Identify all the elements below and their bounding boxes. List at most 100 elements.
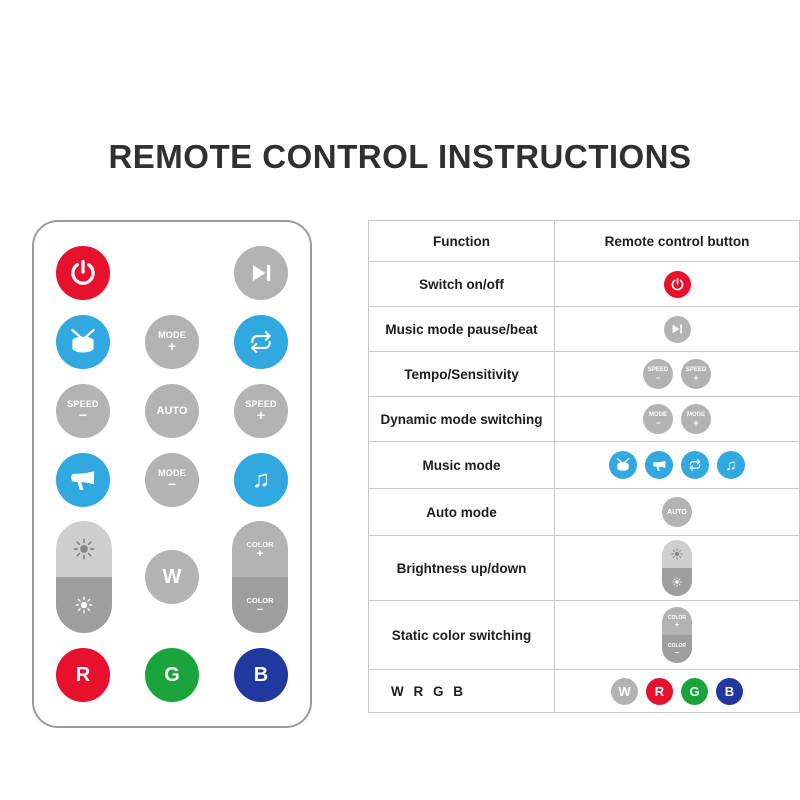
color-minus-button[interactable]: COLOR −	[662, 635, 692, 664]
button-label: COLOR	[246, 539, 274, 549]
function-cell: Music mode	[369, 442, 555, 489]
content: MODE + SPEED − AUTO SPEED +	[0, 220, 800, 729]
button-cell	[555, 307, 799, 351]
music-note-icon: ♫	[725, 456, 737, 474]
remote-row-1	[56, 246, 288, 301]
table-row: Switch on/off	[369, 262, 799, 308]
color-minus-button[interactable]: COLOR −	[232, 577, 288, 634]
blue-button[interactable]: B	[234, 648, 288, 703]
table-row: Tempo/Sensitivity SPEED − SPEED +	[369, 352, 799, 398]
button-label: MODE	[649, 411, 667, 418]
button-label: COLOR	[667, 642, 687, 649]
white-button[interactable]: W	[145, 550, 199, 605]
button-label: SPEED	[245, 399, 277, 410]
color-plus-button[interactable]: COLOR +	[232, 521, 288, 578]
mode-minus-button[interactable]: MODE −	[145, 452, 199, 507]
music-drum-button[interactable]	[609, 451, 637, 480]
mode-plus-button[interactable]: MODE +	[145, 314, 199, 369]
music-note-button[interactable]: ♫	[717, 451, 745, 480]
play-pause-icon	[670, 322, 684, 336]
play-pause-icon	[248, 260, 274, 286]
minus-sign: −	[78, 407, 88, 424]
power-button[interactable]	[56, 246, 110, 301]
sun-icon	[671, 548, 683, 560]
page-title: REMOTE CONTROL INSTRUCTIONS	[108, 138, 692, 176]
remote-control: MODE + SPEED − AUTO SPEED +	[32, 220, 312, 729]
button-label: R	[75, 663, 91, 686]
remote-row-5: W COLOR + COLOR −	[56, 521, 288, 634]
horn-icon	[652, 458, 667, 473]
auto-button[interactable]: AUTO	[145, 383, 199, 438]
minus-sign: −	[256, 603, 264, 616]
table-row: Music mode ♫	[369, 442, 799, 490]
remote-row-4: MODE − ♫	[56, 452, 288, 507]
spacer	[145, 246, 199, 300]
brightness-up-button[interactable]	[662, 540, 692, 569]
brightness-up-button[interactable]	[56, 521, 112, 578]
brightness-down-button[interactable]	[662, 568, 692, 597]
mode-plus-button[interactable]: MODE +	[681, 404, 711, 435]
function-cell: Switch on/off	[369, 262, 555, 307]
drum-icon	[68, 327, 98, 357]
header-button: Remote control button	[604, 233, 750, 249]
loop-icon	[688, 458, 702, 472]
function-table: Function Remote control button Switch on…	[368, 220, 800, 714]
drum-icon	[615, 457, 631, 473]
button-label: MODE	[158, 468, 186, 478]
power-icon	[68, 258, 98, 288]
table-row: Music mode pause/beat	[369, 307, 799, 353]
minus-sign: −	[674, 647, 680, 657]
button-cell: AUTO	[555, 489, 799, 535]
play-pause-button[interactable]	[234, 246, 288, 301]
color-plus-button[interactable]: COLOR +	[662, 607, 692, 636]
loop-mode-button[interactable]	[681, 451, 709, 480]
speed-plus-button[interactable]: SPEED +	[681, 359, 711, 390]
brightness-down-button[interactable]	[56, 577, 112, 634]
red-button[interactable]: R	[56, 648, 110, 703]
function-cell: Brightness up/down	[369, 536, 555, 601]
auto-button[interactable]: AUTO	[662, 497, 692, 528]
power-icon	[670, 277, 685, 292]
red-button[interactable]: R	[646, 677, 673, 705]
green-button[interactable]: G	[681, 677, 708, 705]
function-cell: Music mode pause/beat	[369, 307, 555, 352]
table-row: Brightness up/down	[369, 536, 799, 602]
table-row: Static color switching COLOR + COLOR −	[369, 601, 799, 671]
remote-row-2: MODE +	[56, 314, 288, 369]
button-label: MODE	[158, 330, 186, 341]
plus-sign: +	[693, 372, 699, 383]
color-pill: COLOR + COLOR −	[232, 521, 288, 634]
function-cell: W R G B	[369, 670, 555, 713]
music-note-icon: ♫	[252, 465, 270, 493]
button-label: SPEED	[685, 366, 707, 373]
horn-mode-button[interactable]	[645, 451, 673, 480]
mode-minus-button[interactable]: MODE −	[643, 404, 673, 435]
brightness-pill	[56, 521, 112, 634]
blue-button[interactable]: B	[716, 677, 743, 705]
power-button[interactable]	[663, 270, 691, 298]
plus-sign: +	[674, 619, 680, 629]
green-button[interactable]: G	[145, 648, 199, 703]
white-button[interactable]: W	[611, 677, 638, 705]
button-label: AUTO	[667, 508, 687, 516]
table-row: Dynamic mode switching MODE − MODE +	[369, 397, 799, 443]
button-label: MODE	[687, 411, 705, 418]
plus-sign: +	[693, 417, 699, 428]
music-drum-button[interactable]	[56, 314, 110, 369]
button-label: SPEED	[67, 399, 99, 410]
button-cell	[555, 536, 799, 600]
speed-plus-button[interactable]: SPEED +	[234, 383, 288, 438]
loop-mode-button[interactable]	[234, 314, 288, 369]
remote-row-3: SPEED − AUTO SPEED +	[56, 383, 288, 438]
button-label: AUTO	[156, 404, 188, 417]
sun-icon	[73, 538, 95, 560]
play-pause-button[interactable]	[663, 315, 691, 343]
speed-minus-button[interactable]: SPEED −	[643, 359, 673, 390]
speed-minus-button[interactable]: SPEED −	[56, 383, 110, 438]
music-note-button[interactable]: ♫	[234, 452, 288, 507]
button-label: COLOR	[246, 595, 274, 605]
header-function: Function	[369, 221, 555, 262]
horn-mode-button[interactable]	[56, 452, 110, 507]
minus-sign: −	[655, 372, 661, 383]
